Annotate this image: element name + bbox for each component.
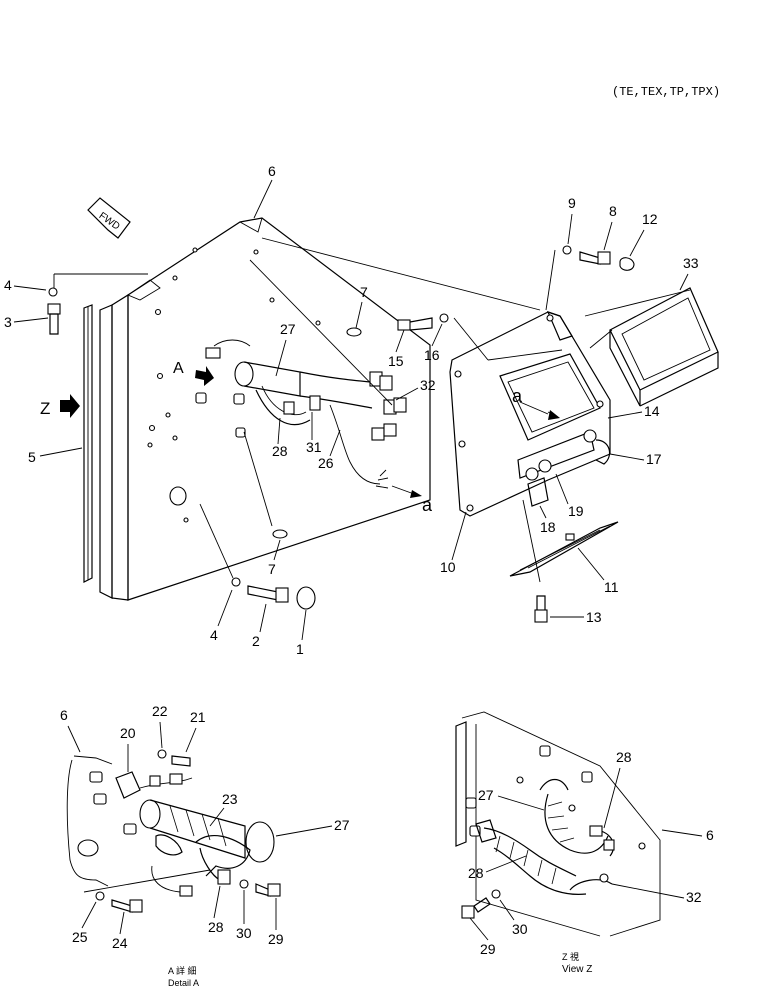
callout: 32 <box>686 889 702 905</box>
wire-a-label-2: a <box>512 386 523 406</box>
bolt-8 <box>562 245 611 265</box>
detail-a: 6 22 21 20 23 27 25 24 28 30 29 A 詳 細 De… <box>60 703 350 988</box>
callout: 32 <box>420 377 436 393</box>
callout: 11 <box>604 579 619 595</box>
lamp-housing: a <box>449 311 611 517</box>
callout: 19 <box>568 503 584 519</box>
fwd-arrow-icon: FWD <box>87 197 131 239</box>
clip-lower <box>272 529 288 539</box>
callout: 6 <box>268 163 276 179</box>
callout: 13 <box>586 609 602 625</box>
panel-grommet <box>169 486 187 506</box>
callout: 3 <box>4 314 12 330</box>
callout: 20 <box>120 725 136 741</box>
wire-harness <box>195 339 407 527</box>
callout: 17 <box>646 451 662 467</box>
view-caption-en: View Z <box>562 964 592 975</box>
callout: 33 <box>683 255 699 271</box>
callout: 29 <box>268 931 284 947</box>
callout: 16 <box>424 347 440 363</box>
callout: 27 <box>280 321 296 337</box>
a-view-arrow-icon: A <box>173 360 214 386</box>
arrow-a-label: A <box>173 360 184 377</box>
callout: 18 <box>540 519 556 535</box>
callout: 7 <box>268 561 276 577</box>
cap-12 <box>619 257 635 271</box>
callout: 2 <box>252 633 260 649</box>
callout: 28 <box>468 865 484 881</box>
callout: 27 <box>478 787 494 803</box>
lamp-lens <box>609 287 719 407</box>
fwd-label: FWD <box>97 210 122 232</box>
callout: 4 <box>4 277 12 293</box>
bolt-3 <box>47 287 61 335</box>
callout: 29 <box>480 941 496 957</box>
main-callouts: 6 9 8 12 33 4 3 7 27 32 15 16 14 <box>4 163 699 657</box>
detail-caption-en: Detail A <box>168 978 199 988</box>
callout: 5 <box>28 449 36 465</box>
callout: 23 <box>222 791 238 807</box>
wire-a-label-1: a <box>422 495 433 515</box>
bolt-13 <box>534 595 548 623</box>
callout: 30 <box>236 925 252 941</box>
seal-strip <box>83 304 93 583</box>
view-z: 28 27 6 28 32 29 30 Z 視 View Z <box>455 711 714 975</box>
callout: 9 <box>568 195 576 211</box>
arrow-z-label: Z <box>40 399 50 418</box>
callout: 21 <box>190 709 206 725</box>
cap-1 <box>296 586 316 610</box>
callout: 27 <box>334 817 350 833</box>
panel-holes <box>147 247 321 523</box>
callout: 31 <box>306 439 322 455</box>
callout: 26 <box>318 455 334 471</box>
detail-caption-jp: A 詳 細 <box>168 965 197 976</box>
callout: 6 <box>60 707 68 723</box>
callout: 1 <box>296 641 304 657</box>
callout: 8 <box>609 203 617 219</box>
main-assembly: FWD <box>4 163 719 657</box>
clip-upper <box>346 327 362 337</box>
callout: 25 <box>72 929 88 945</box>
callout: 10 <box>440 559 456 575</box>
callout: 22 <box>152 703 168 719</box>
view-caption-jp: Z 視 <box>562 951 579 962</box>
callout: 30 <box>512 921 528 937</box>
callout: 14 <box>644 403 660 419</box>
z-view-arrow-icon: Z <box>40 394 80 418</box>
callout: 24 <box>112 935 128 951</box>
callout: 4 <box>210 627 218 643</box>
bolt-2 <box>231 577 289 603</box>
variant-note: (TE,TEX,TP,TPX) <box>612 85 720 99</box>
callout: 15 <box>388 353 404 369</box>
detail-callouts: 6 22 21 20 23 27 25 24 28 30 29 <box>60 703 350 951</box>
callout: 28 <box>208 919 224 935</box>
callout: 12 <box>642 211 658 227</box>
wire-lead-arrow-icon: a <box>391 485 433 515</box>
view-callouts: 28 27 6 28 32 29 30 <box>468 749 714 957</box>
side-panel <box>53 217 431 601</box>
lamp-plate <box>509 521 619 577</box>
callout: 28 <box>272 443 288 459</box>
callout: 28 <box>616 749 632 765</box>
callout: 7 <box>360 284 368 300</box>
callout: 6 <box>706 827 714 843</box>
